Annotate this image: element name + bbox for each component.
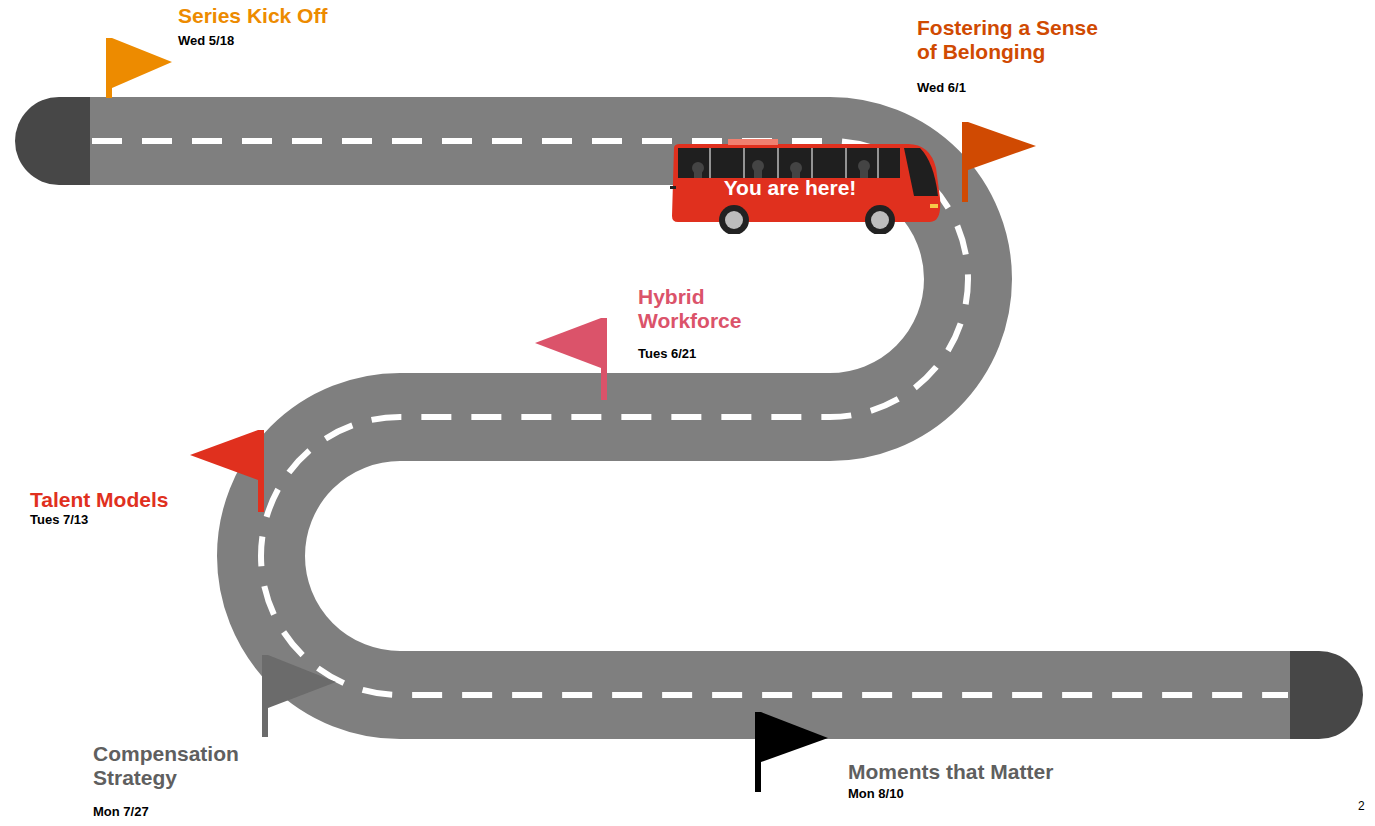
road	[90, 141, 1290, 695]
page-number: 2	[1358, 800, 1375, 814]
flag	[190, 430, 258, 480]
milestone-date: Mon 8/10	[848, 787, 1048, 802]
flag	[268, 655, 336, 708]
flag	[112, 38, 172, 88]
milestone-date: Tues 6/21	[638, 347, 838, 362]
milestone-title: Moments that Matter	[848, 760, 1148, 784]
bus-marker: You are here!	[668, 138, 944, 234]
milestone-title: Compensation Strategy	[93, 742, 258, 790]
flag-pole	[258, 430, 264, 512]
milestone-date: Wed 6/1	[917, 81, 1117, 96]
milestone-date: Mon 7/27	[93, 805, 293, 820]
flag-pole	[601, 318, 607, 400]
milestone-title: Hybrid Workforce	[638, 285, 768, 333]
milestone-title: Series Kick Off	[178, 4, 478, 28]
flag-pole	[106, 38, 112, 98]
milestone-date: Tues 7/13	[30, 513, 230, 528]
lane-dashes	[92, 141, 1288, 695]
bus-text: You are here!	[686, 176, 894, 199]
flag-pole	[262, 655, 268, 737]
flag	[535, 318, 601, 368]
flag	[968, 122, 1036, 170]
milestone-date: Wed 5/18	[178, 34, 378, 49]
milestone-title: Fostering a Sense of Belonging	[917, 16, 1122, 64]
milestone-title: Talent Models	[30, 488, 290, 512]
flag-pole	[962, 122, 968, 202]
flag	[761, 712, 828, 762]
flag-pole	[755, 712, 761, 792]
